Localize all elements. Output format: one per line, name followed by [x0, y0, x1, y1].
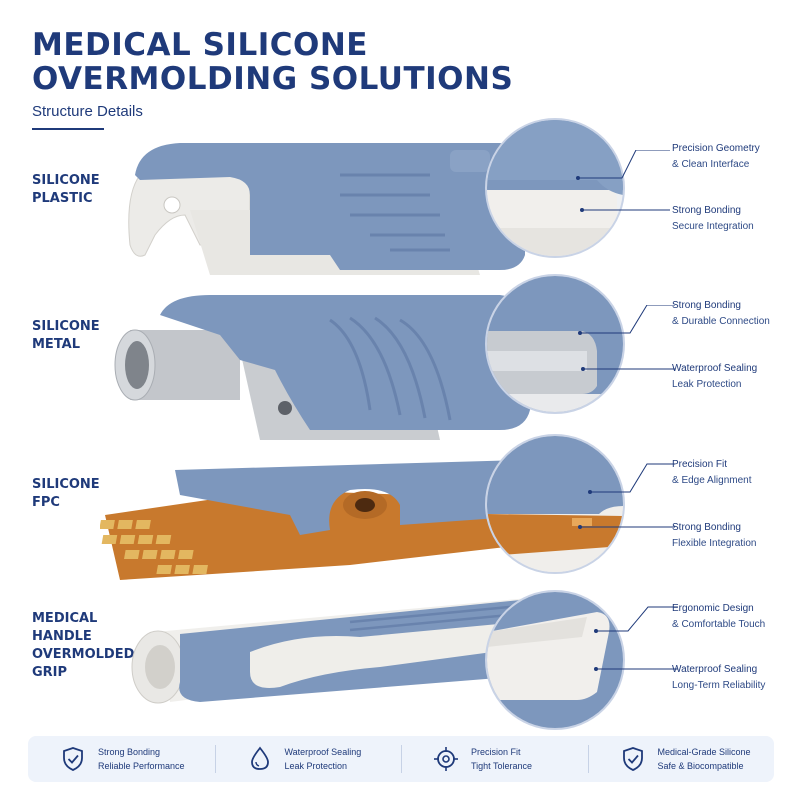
- row-label-silicone-metal: SILICONE METAL: [32, 319, 100, 352]
- feature-strong-bonding: Strong Bonding Reliable Performance: [28, 736, 215, 782]
- zoom-detail-fpc: [485, 434, 625, 574]
- row-label-silicone-fpc: SILICONE FPC: [32, 477, 100, 510]
- shield-check-icon: [622, 747, 643, 771]
- note-strong-bonding-flexible: Strong Bonding Flexible Integration: [672, 522, 757, 549]
- subtitle-underline: [32, 128, 104, 130]
- silicone-plastic-part-image: [128, 143, 525, 275]
- note-precision-geometry: Precision Geometry & Clean Interface: [672, 143, 760, 170]
- zoom-detail-plastic: [485, 118, 625, 258]
- feature-medical-grade: Medical-Grade Silicone Safe & Biocompati…: [587, 736, 775, 782]
- row-label-medical-handle: MEDICAL HANDLE OVERMOLDED GRIP: [32, 611, 135, 680]
- title-line-2: OVERMOLDING SOLUTIONS: [32, 61, 514, 97]
- silicone-fpc-part-image: [100, 460, 610, 580]
- feature-waterproof: Waterproof Sealing Leak Protection: [214, 736, 402, 782]
- feature-precision-fit: Precision Fit Tight Tolerance: [401, 736, 588, 782]
- shield-check-icon: [63, 747, 83, 771]
- feature-desc: Leak Protection: [284, 761, 348, 771]
- silicone-metal-part-image: [114, 295, 530, 440]
- note-ergonomic-design: Ergonomic Design & Comfortable Touch: [672, 603, 766, 630]
- callout-lines-row2: [578, 305, 675, 371]
- feature-desc: Tight Tolerance: [471, 761, 533, 771]
- feature-desc: Safe & Biocompatible: [657, 761, 744, 771]
- note-waterproof-leak: Waterproof Sealing Leak Protection: [672, 363, 758, 390]
- target-icon: [434, 747, 458, 771]
- section-subtitle: Structure Details: [32, 103, 143, 120]
- callout-lines-row3: [578, 463, 675, 529]
- zoom-detail-handle: [485, 590, 625, 730]
- callout-lines-row1: [576, 150, 670, 212]
- medical-handle-part-image: [131, 597, 560, 704]
- callout-lines-row4: [594, 606, 678, 671]
- page-title: MEDICAL SILICONE OVERMOLDING SOLUTIONS: [32, 28, 513, 96]
- feature-bar: Strong Bonding Reliable Performance Wate…: [28, 736, 774, 782]
- note-waterproof-longterm: Waterproof Sealing Long-Term Reliability: [672, 664, 766, 691]
- feature-title: Precision Fit: [471, 747, 521, 757]
- water-drop-icon: [250, 746, 269, 770]
- feature-title: Waterproof Sealing: [284, 747, 362, 757]
- note-strong-bonding-secure: Strong Bonding Secure Integration: [672, 205, 754, 232]
- row-label-silicone-plastic: SILICONE PLASTIC: [32, 173, 100, 206]
- feature-title: Medical-Grade Silicone: [657, 747, 751, 757]
- note-strong-bonding-durable: Strong Bonding & Durable Connection: [672, 300, 770, 327]
- note-precision-fit: Precision Fit & Edge Alignment: [672, 459, 752, 486]
- feature-title: Strong Bonding: [98, 747, 161, 757]
- title-line-1: MEDICAL SILICONE: [32, 27, 368, 63]
- zoom-detail-metal: [485, 274, 625, 414]
- feature-desc: Reliable Performance: [98, 761, 185, 771]
